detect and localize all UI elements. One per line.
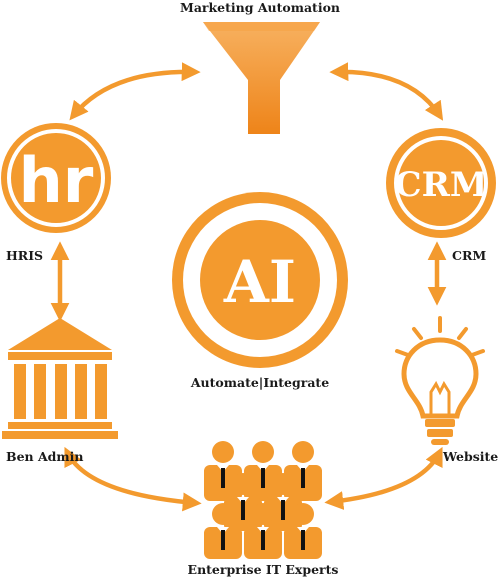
arrow-experts-website: [324, 446, 443, 510]
crm-label: CRM: [452, 248, 487, 263]
marketing-automation-label: Marketing Automation: [179, 0, 341, 15]
crm-logo-text: CRM: [395, 165, 488, 205]
ai-circle-icon: AI: [172, 192, 348, 368]
enterprise-it-experts-label: Enterprise IT Experts: [187, 562, 339, 577]
automate-integrate-label: Automate|Integrate: [190, 375, 330, 390]
people-group-icon: [204, 441, 322, 559]
ai-logo-text: AI: [223, 248, 296, 316]
arrow-hris-marketing: [69, 62, 201, 121]
crm-circle-icon: CRM: [386, 128, 496, 238]
hr-logo-icon: hr: [1, 123, 111, 233]
ben-admin-label: Ben Admin: [6, 449, 84, 464]
hr-logo-text: hr: [19, 144, 94, 217]
funnel-icon: [203, 22, 320, 134]
arrow-marketing-crm: [329, 62, 444, 121]
website-label: Website: [443, 449, 499, 464]
arrow-benadmin-experts: [64, 446, 202, 512]
lightbulb-icon: [395, 316, 485, 445]
hris-label: HRIS: [6, 248, 44, 263]
bank-building-icon: [2, 318, 118, 439]
